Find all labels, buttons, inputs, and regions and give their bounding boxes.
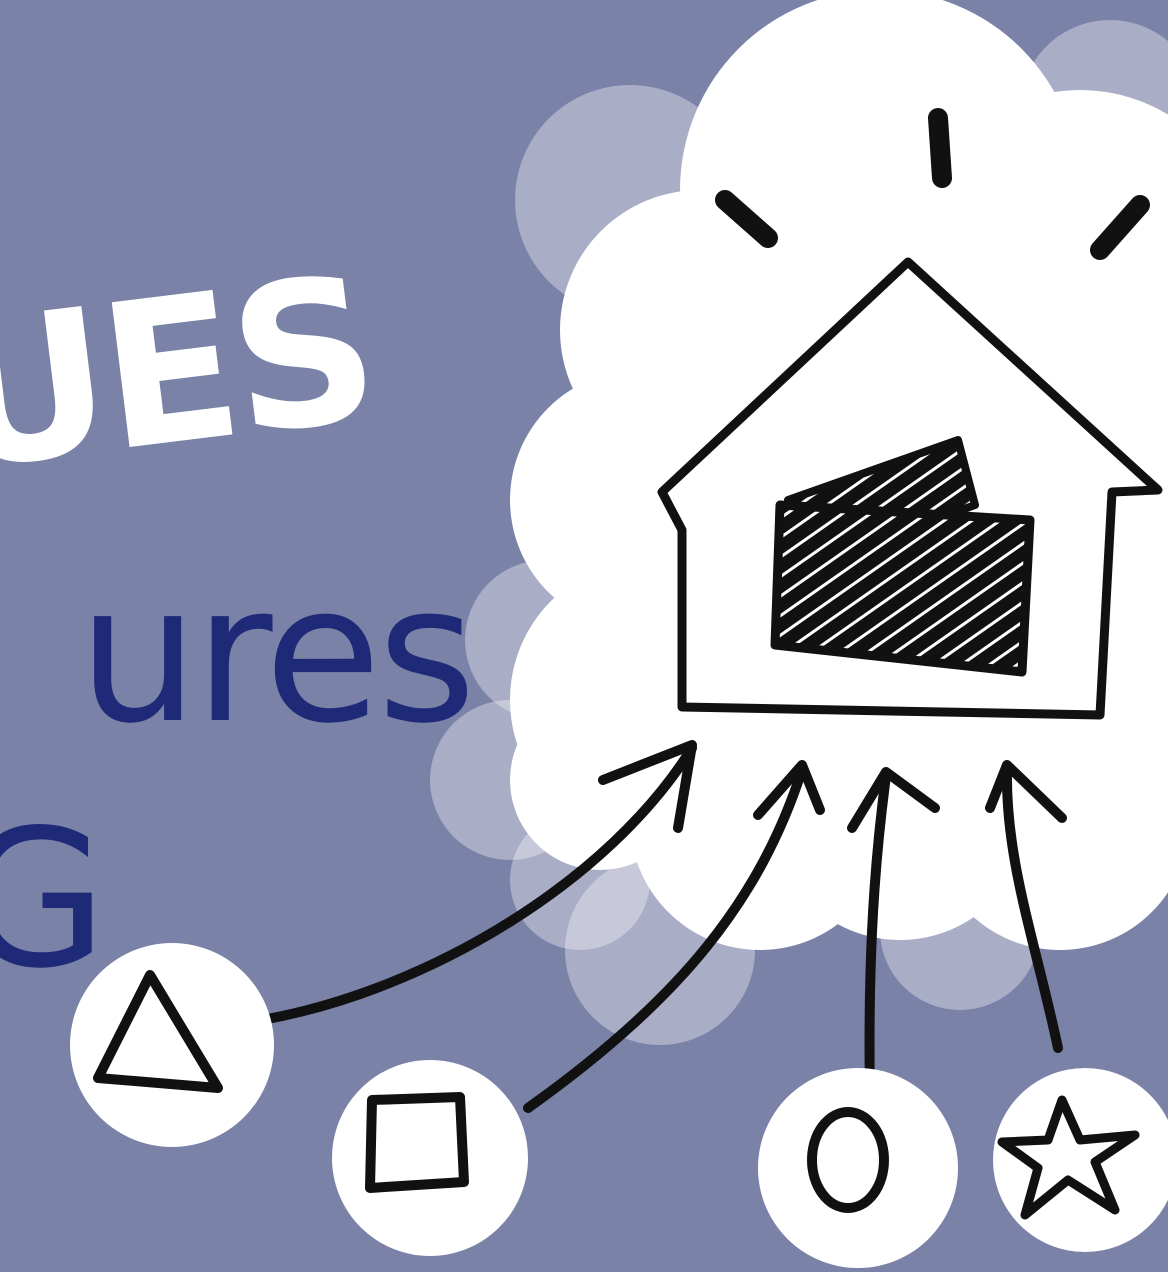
circle-bubble — [758, 1068, 958, 1268]
square-bubble — [332, 1060, 528, 1256]
star-bubble — [993, 1068, 1168, 1252]
triangle-bubble — [70, 943, 274, 1147]
